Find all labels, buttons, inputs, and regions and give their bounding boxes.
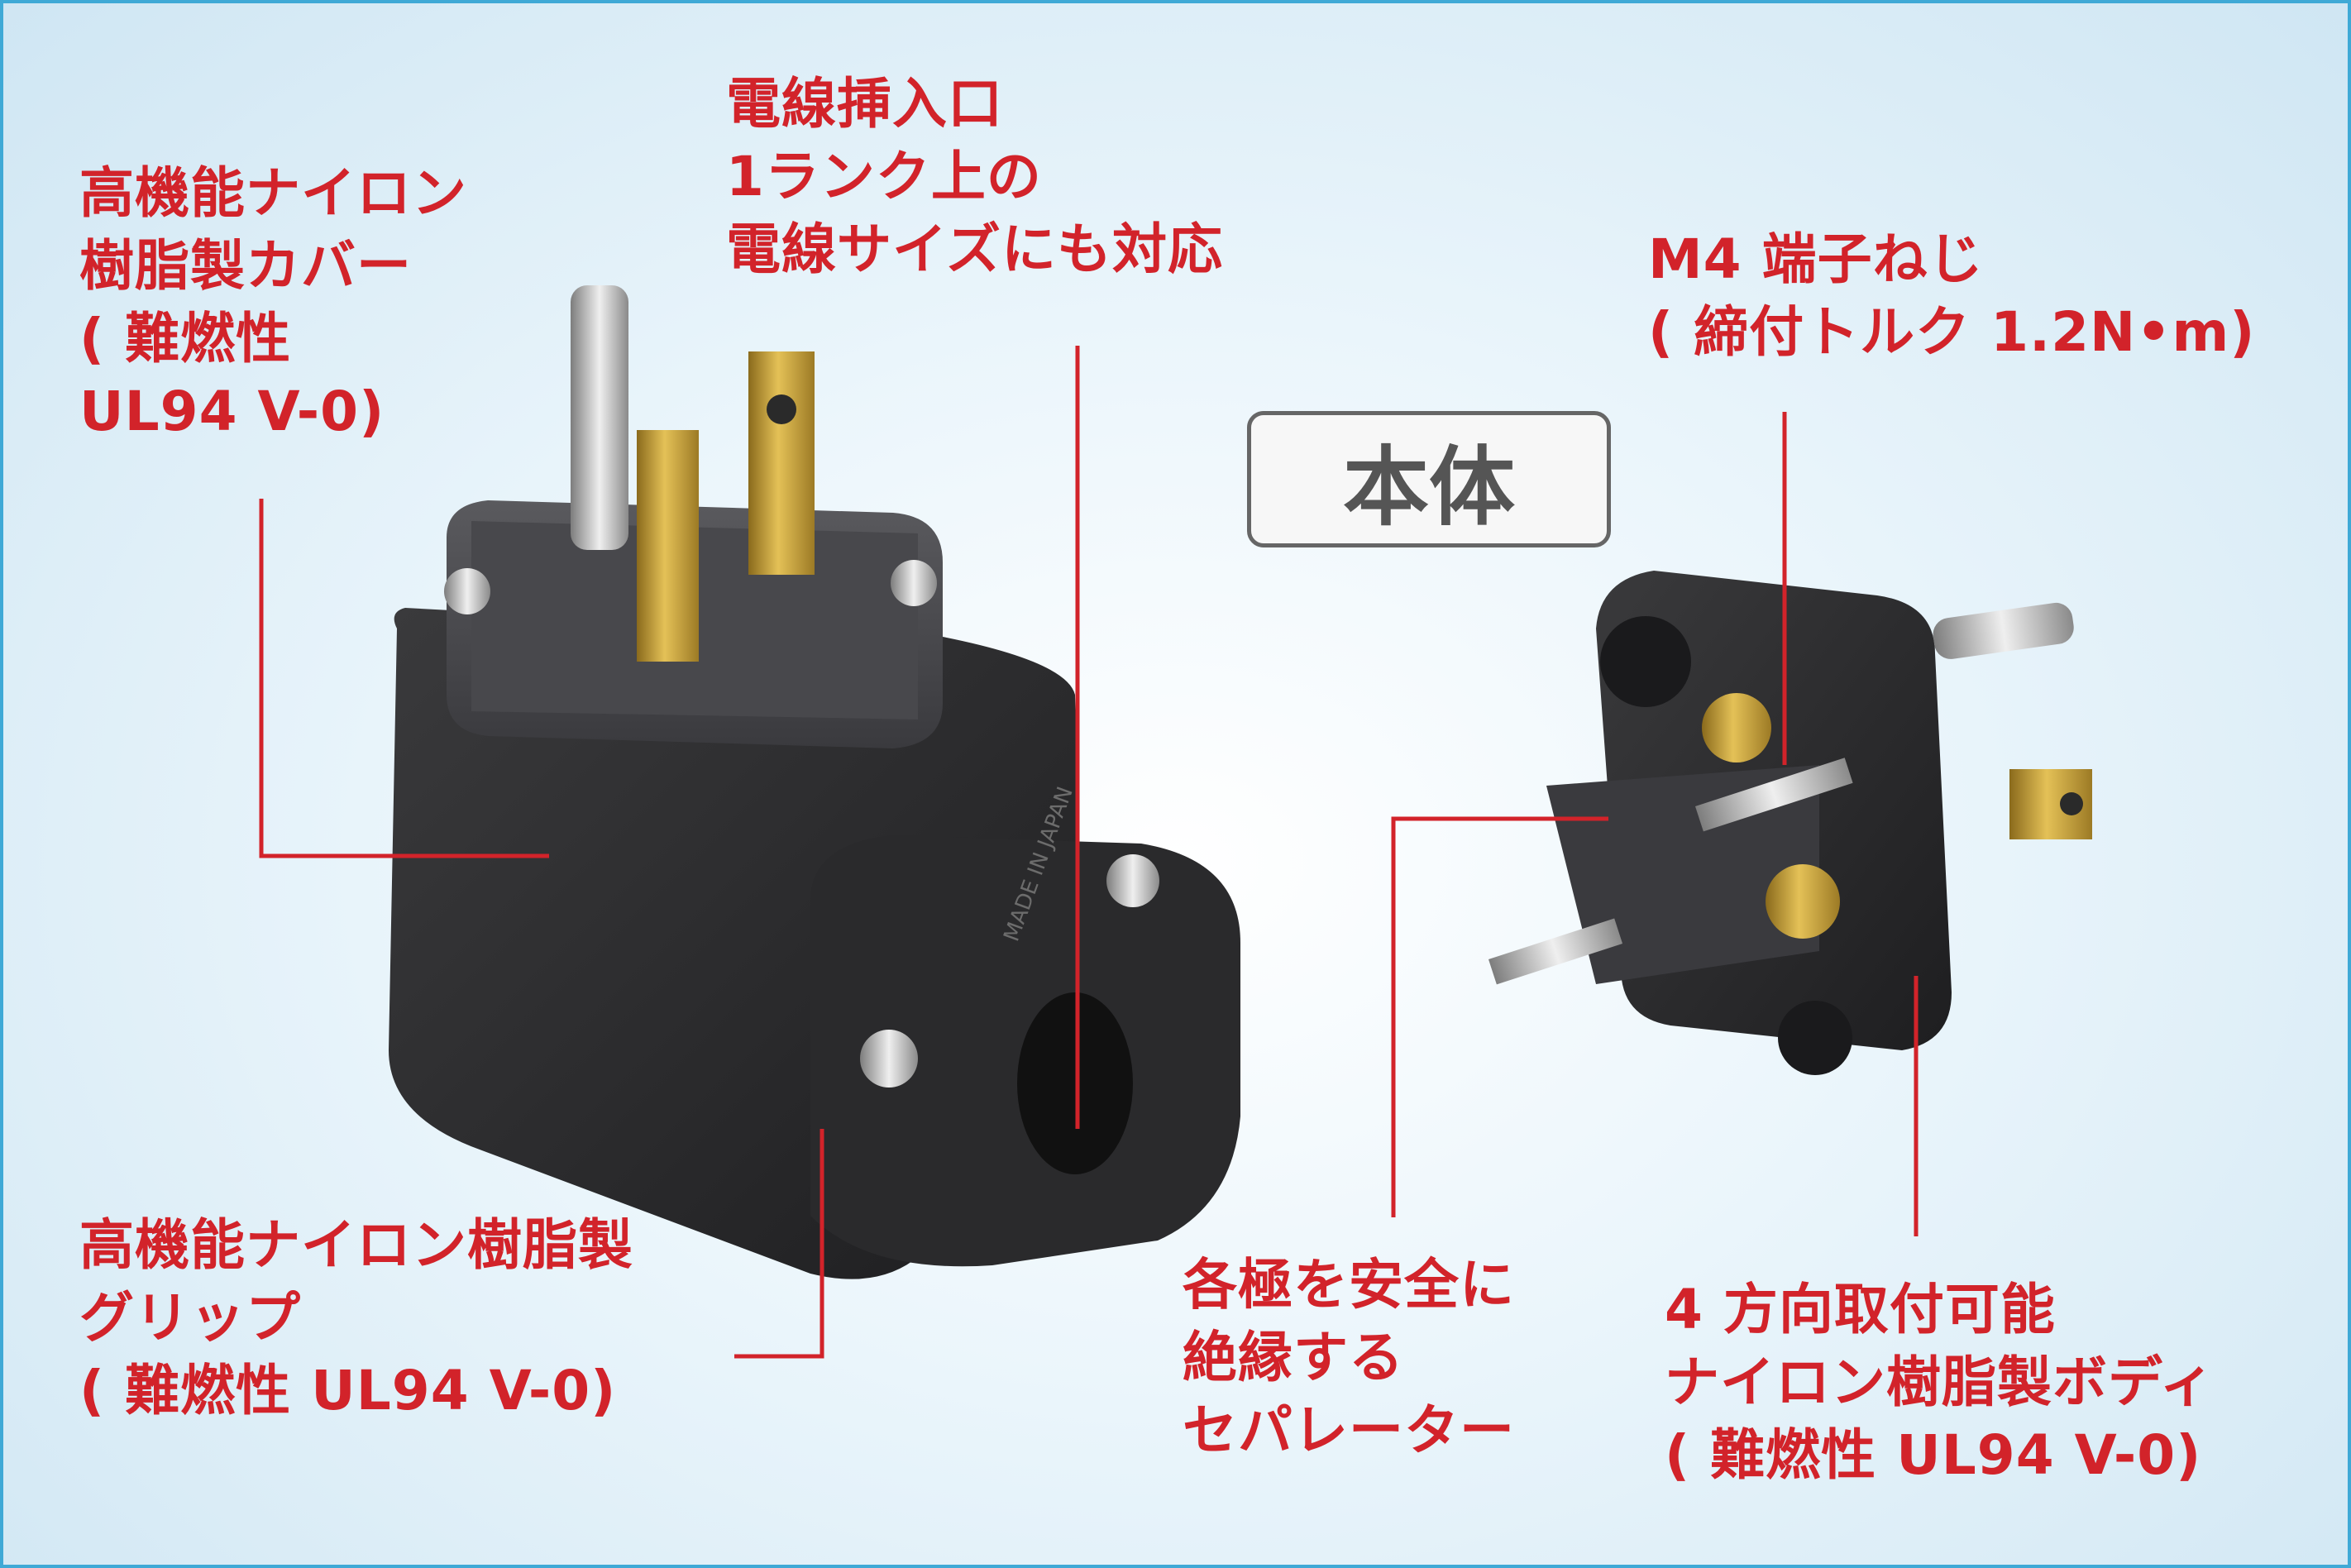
terminal-screw (1766, 864, 1840, 939)
label-line: 電線挿入口 (726, 72, 1003, 136)
label-separator: 各極を安全に 絶縁する セパレーター (1183, 1249, 1515, 1467)
label-cover: 高機能ナイロン 樹脂製カバー ( 難燃性 UL94 V-0) (79, 157, 467, 448)
terminal-screw (1702, 693, 1771, 762)
leader-separator (1391, 816, 1608, 1217)
label-line: 電線サイズにも対応 (726, 218, 1224, 281)
label-line: M4 端子ねじ (1648, 227, 1984, 291)
label-line: 高機能ナイロン樹脂製 (79, 1213, 633, 1277)
label-line: 樹脂製カバー (79, 234, 412, 298)
wood-screw (1488, 918, 1623, 985)
label-line: 1ランク上の (726, 145, 1042, 208)
label-line: 4 方向取付可能 (1665, 1278, 2056, 1341)
screw (891, 560, 937, 606)
ground-pin (1933, 602, 2074, 659)
wire-inlet-hole (1017, 992, 1133, 1174)
label-line: ( 難燃性 UL94 V-0) (1665, 1423, 2202, 1487)
leader-cover (259, 499, 549, 858)
main-body-badge: 本体 (1247, 411, 1611, 547)
label-line: グリップ (79, 1286, 301, 1350)
label-line: UL94 V-0) (79, 380, 385, 443)
label-body: 4 方向取付可能 ナイロン樹脂製ボディ ( 難燃性 UL94 V-0) (1665, 1274, 2215, 1492)
label-line: 絶縁する (1183, 1326, 1404, 1389)
blade-hole (2060, 792, 2083, 815)
label-line: 各極を安全に (1183, 1253, 1515, 1317)
leader-lines (259, 346, 1919, 1359)
label-line: ( 難燃性 (79, 307, 292, 370)
mount-hole (1778, 1001, 1852, 1075)
assembled-plug: MADE IN JAPAN (389, 285, 1240, 1279)
label-line: セパレーター (1183, 1398, 1515, 1462)
screw (1106, 854, 1159, 907)
mount-hole (1600, 616, 1691, 707)
screw (860, 1030, 918, 1088)
plug-body (1488, 571, 2092, 1075)
label-line: ナイロン樹脂製ボディ (1665, 1350, 2215, 1414)
label-line: ( 締付トルク 1.2N•m) (1648, 300, 2256, 364)
screw (444, 568, 490, 614)
label-grip: 高機能ナイロン樹脂製 グリップ ( 難燃性 UL94 V-0) (79, 1209, 633, 1427)
wood-screw (1695, 758, 1853, 832)
blade-hot (748, 351, 815, 575)
label-wire-inlet: 電線挿入口 1ランク上の 電線サイズにも対応 (726, 68, 1223, 286)
blade-hole (767, 394, 796, 424)
blade-neutral (637, 430, 699, 662)
label-line: 高機能ナイロン (79, 161, 467, 225)
label-line: ( 難燃性 UL94 V-0) (79, 1359, 617, 1422)
ground-pin (571, 285, 628, 550)
label-terminal-screw: M4 端子ねじ ( 締付トルク 1.2N•m) (1648, 223, 2255, 369)
leader-grip (734, 1129, 824, 1359)
